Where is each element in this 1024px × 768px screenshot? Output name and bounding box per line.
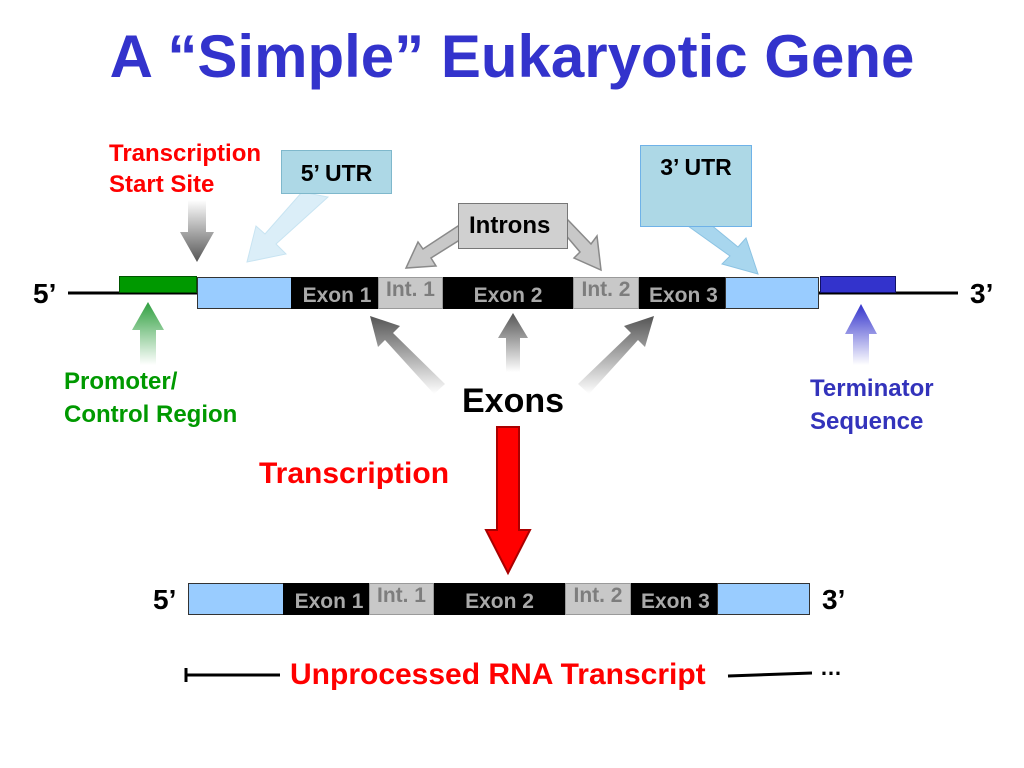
tss-label: Transcription Start Site (109, 138, 261, 200)
promoter-label-line2: Control Region (64, 401, 238, 428)
promoter-label-line1: Promoter/ (64, 368, 178, 395)
dna-exon-1-label: Exon 1 (302, 284, 372, 307)
rna-exon-2-label: Exon 2 (465, 590, 534, 613)
utr3-callout-text: 3’ UTR (660, 154, 732, 180)
utr3-callout: 3’ UTR (640, 145, 752, 227)
terminator-label-line2: Sequence (810, 408, 924, 435)
transcription-arrow (484, 426, 532, 576)
rna-intron-2-label: Int. 2 (573, 584, 623, 607)
rna-exon-3: Exon 3 (631, 583, 719, 615)
utr3-pointer (686, 223, 759, 275)
utr5-pointer (246, 191, 330, 263)
dna-intron-1-label: Int. 1 (385, 278, 435, 301)
dna-exon-3: Exon 3 (639, 277, 727, 309)
slide-title: A “Simple” Eukaryotic Gene (109, 23, 915, 90)
dna-end-3: 3’ (970, 278, 994, 309)
tss-label-line1: Transcription (109, 140, 262, 167)
introns-callout: Introns (458, 203, 568, 249)
rna-utr5 (188, 583, 285, 615)
rna-exon-1-label: Exon 1 (294, 590, 364, 613)
transcription-label: Transcription (259, 457, 450, 490)
terminator-box (820, 276, 896, 293)
rna-extent-right (727, 671, 813, 678)
rna-end-5: 5’ (153, 584, 177, 615)
rna-exon-3-label: Exon 3 (641, 590, 710, 613)
dna-utr3 (725, 277, 819, 309)
rna-utr3 (717, 583, 810, 615)
terminator-arrow (845, 304, 877, 365)
promoter-arrow (132, 302, 164, 365)
unprocessed-label: Unprocessed RNA Transcript (290, 658, 706, 691)
utr5-callout: 5’ UTR (281, 150, 392, 194)
dna-intron-1: Int. 1 (378, 277, 443, 309)
dna-exon-1: Exon 1 (291, 277, 383, 309)
tss-arrow (180, 200, 214, 262)
terminator-label-line1: Terminator (810, 375, 934, 402)
dna-intron-2-label: Int. 2 (581, 278, 631, 301)
promoter-label: Promoter/ Control Region (64, 365, 237, 431)
dna-exon-2: Exon 2 (443, 277, 573, 309)
introns-arrow-left (404, 224, 468, 269)
rna-exon-1: Exon 1 (283, 583, 375, 615)
introns-callout-text: Introns (469, 212, 551, 239)
tss-label-line2: Start Site (109, 171, 215, 198)
exons-arrow-right (578, 316, 654, 394)
ellipsis-label: … (820, 655, 842, 680)
introns-arrow-right (556, 216, 602, 272)
dna-end-5: 5’ (33, 278, 57, 309)
exons-arrow-middle (498, 313, 528, 372)
rna-intron-2: Int. 2 (565, 583, 631, 615)
exons-label: Exons (462, 382, 565, 420)
dna-exon-2-label: Exon 2 (473, 284, 543, 307)
terminator-label: Terminator Sequence (810, 372, 934, 438)
rna-end-3: 3’ (822, 584, 846, 615)
rna-exon-2: Exon 2 (434, 583, 565, 615)
rna-intron-1: Int. 1 (369, 583, 434, 615)
utr5-callout-text: 5’ UTR (300, 160, 373, 186)
exons-arrow-left (370, 316, 445, 394)
rna-intron-1-label: Int. 1 (376, 584, 426, 607)
dna-utr5 (197, 277, 294, 309)
dna-intron-2: Int. 2 (573, 277, 639, 309)
promoter-box (119, 276, 197, 293)
dna-exon-3-label: Exon 3 (649, 284, 718, 307)
